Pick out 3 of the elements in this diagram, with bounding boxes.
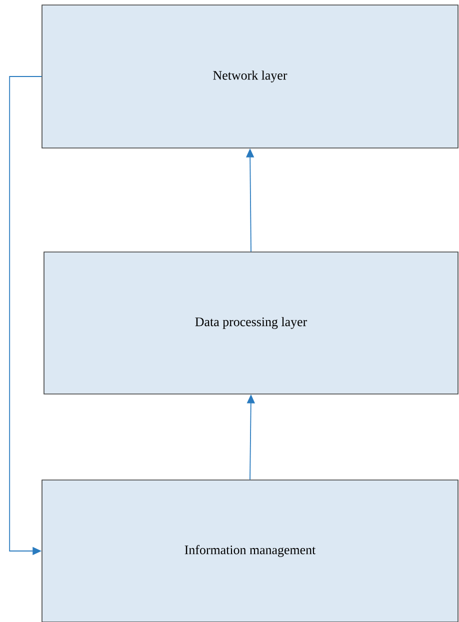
- layer-box: Information management: [42, 480, 458, 622]
- layer-box: Data processing layer: [44, 252, 458, 394]
- layer-box: Network layer: [42, 4, 458, 148]
